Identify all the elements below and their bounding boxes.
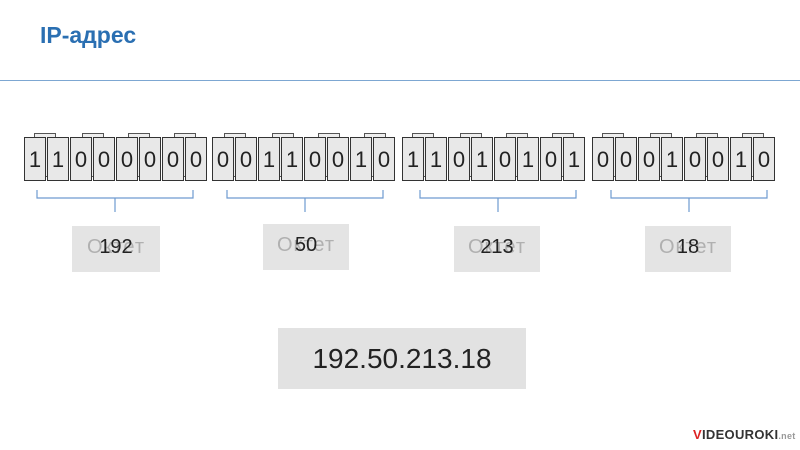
bit: 0 (139, 137, 161, 181)
octet-3-box: Октет 213 (454, 226, 540, 272)
bit: 0 (540, 137, 562, 181)
bit: 0 (93, 137, 115, 181)
bit: 1 (402, 137, 424, 181)
bit: 1 (563, 137, 585, 181)
ip-address-box: 192.50.213.18 (278, 328, 526, 389)
bit: 0 (707, 137, 729, 181)
bit: 0 (373, 137, 395, 181)
bit: 1 (730, 137, 752, 181)
bit: 1 (661, 137, 683, 181)
bit: 1 (425, 137, 447, 181)
bit: 0 (304, 137, 326, 181)
bit: 0 (494, 137, 516, 181)
octet-label: Октет (86, 236, 146, 258)
octet-1-bits: 1 1 0 0 0 0 0 0 (24, 133, 214, 183)
octet-4-box: Октет 18 (645, 226, 731, 272)
octet-1-brace (36, 190, 194, 216)
logo-text: IDEOUROKI (701, 427, 779, 442)
bit: 1 (350, 137, 372, 181)
bit: 0 (448, 137, 470, 181)
bit: 0 (70, 137, 92, 181)
octet-label: Октет (467, 236, 527, 258)
bit: 1 (24, 137, 46, 181)
octet-value: 192 (99, 236, 133, 258)
logo-suffix: .net (778, 431, 796, 441)
bit: 0 (592, 137, 614, 181)
logo-prefix: V (693, 427, 702, 442)
octet-2-brace (226, 190, 384, 216)
octet-4-brace (610, 190, 768, 216)
bit: 1 (258, 137, 280, 181)
octet-4-bits: 0 0 0 1 0 0 1 0 (592, 133, 782, 183)
bit: 1 (281, 137, 303, 181)
octet-label: Октет (658, 236, 718, 258)
bit: 0 (684, 137, 706, 181)
octet-value: 18 (676, 236, 700, 258)
octet-1-box: Октет 192 (72, 226, 160, 272)
octet-3-brace (419, 190, 577, 216)
bit: 1 (47, 137, 69, 181)
bit: 1 (471, 137, 493, 181)
octet-label: Октет (276, 234, 336, 256)
bit: 0 (753, 137, 775, 181)
bit: 0 (327, 137, 349, 181)
bit: 0 (212, 137, 234, 181)
octet-value: 213 (480, 236, 514, 258)
bit: 0 (638, 137, 660, 181)
octet-3-bits: 1 1 0 1 0 1 0 1 (402, 133, 592, 183)
title-divider (0, 80, 800, 81)
page-title: IP-адрес (40, 22, 137, 48)
bit: 1 (517, 137, 539, 181)
bit: 0 (162, 137, 184, 181)
octet-2-box: Октет 50 (263, 224, 349, 270)
bit: 0 (185, 137, 207, 181)
octet-2-bits: 0 0 1 1 0 0 1 0 (212, 133, 402, 183)
bit: 0 (235, 137, 257, 181)
bit: 0 (615, 137, 637, 181)
octet-value: 50 (294, 234, 318, 256)
bit: 0 (116, 137, 138, 181)
videouroki-logo: VIDEOUROKI.net (693, 427, 796, 442)
